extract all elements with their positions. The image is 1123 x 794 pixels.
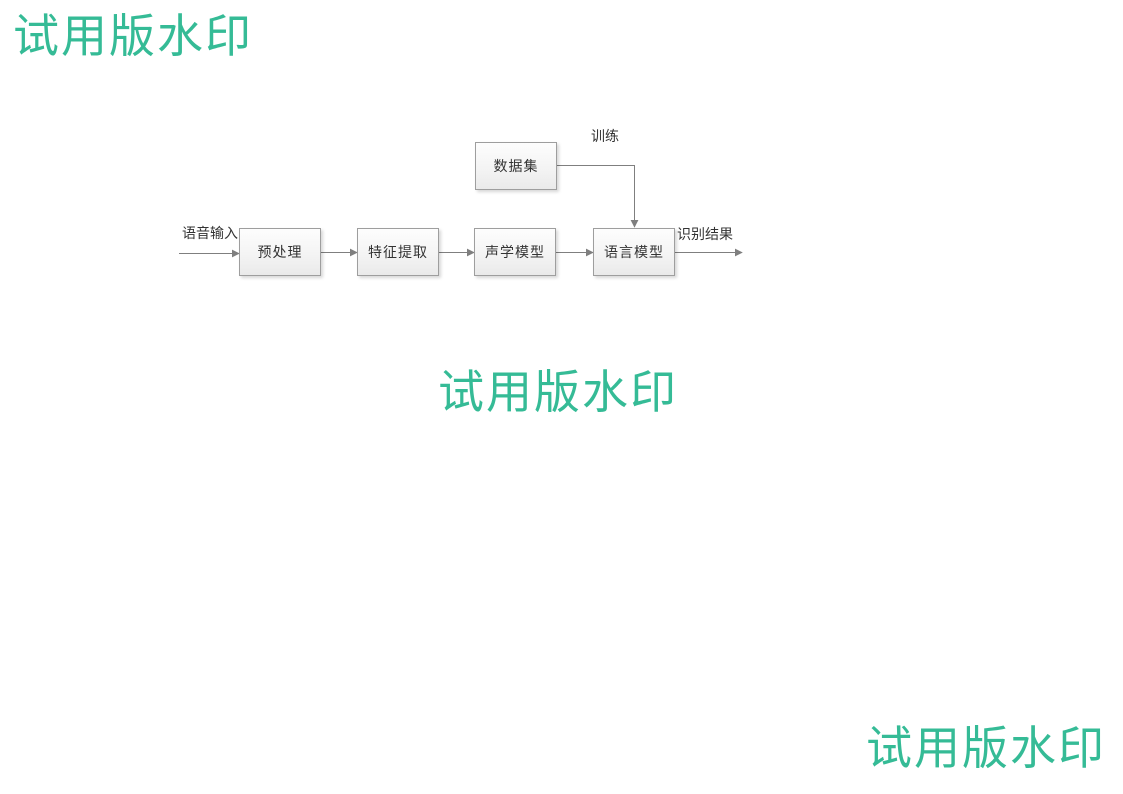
node-dataset-label: 数据集 xyxy=(493,158,539,174)
trial-watermark-bottom-right: 试用版水印 xyxy=(866,723,1106,774)
node-acoustic-model[interactable]: 声学模型 xyxy=(474,228,556,276)
node-feature-extraction[interactable]: 特征提取 xyxy=(357,228,439,276)
node-preprocess-label: 预处理 xyxy=(257,244,303,260)
connector-dataset-to-language xyxy=(557,165,639,228)
node-dataset[interactable]: 数据集 xyxy=(475,142,557,190)
node-language-model-label: 语言模型 xyxy=(604,244,664,260)
trial-watermark-top-left: 试用版水印 xyxy=(13,11,253,62)
node-feature-extraction-label: 特征提取 xyxy=(368,244,428,260)
node-language-model[interactable]: 语言模型 xyxy=(593,228,675,276)
trial-watermark-center: 试用版水印 xyxy=(438,367,678,418)
label-recognition-result: 识别结果 xyxy=(677,226,733,242)
label-training: 训练 xyxy=(591,128,619,144)
node-preprocess[interactable]: 预处理 xyxy=(239,228,321,276)
label-speech-input: 语音输入 xyxy=(182,225,238,241)
node-acoustic-model-label: 声学模型 xyxy=(485,244,545,260)
